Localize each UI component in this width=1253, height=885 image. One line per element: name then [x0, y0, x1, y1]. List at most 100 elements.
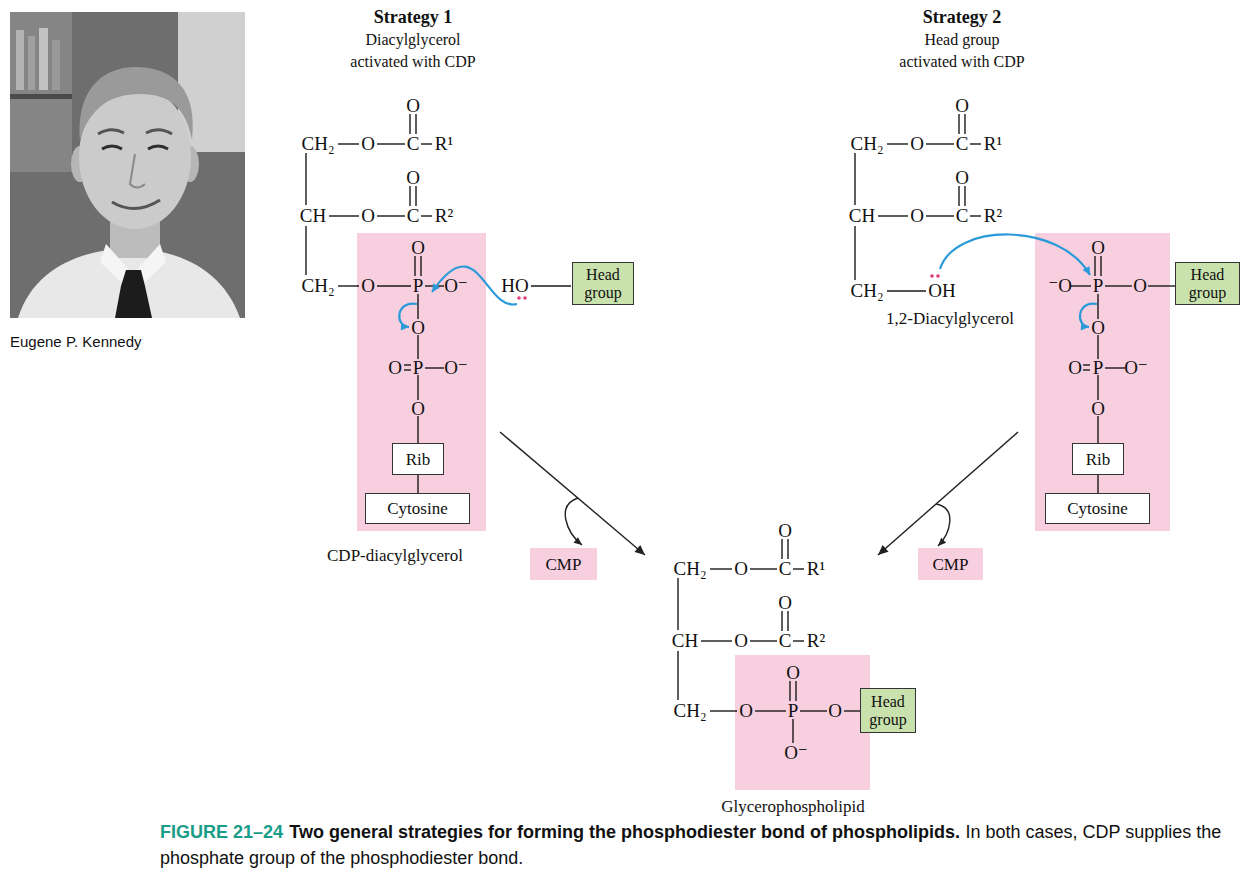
bond-line: [421, 215, 432, 216]
bond-line: [1105, 367, 1125, 368]
atom-symbol: O: [411, 238, 425, 257]
atom-symbol: O: [361, 276, 375, 295]
phosphate-highlight: OOPOO⁻: [735, 655, 870, 790]
atom-symbol: C: [407, 134, 420, 153]
structure-group: [306, 114, 1175, 743]
bond-line: [305, 226, 306, 275]
atom-symbol: C: [956, 206, 969, 225]
book: [28, 36, 35, 90]
bond-line: [409, 114, 410, 134]
bond-line: [1148, 285, 1170, 286]
atom-symbol: O: [955, 168, 969, 187]
bond-line: [701, 640, 732, 641]
atom-symbol: R²: [807, 631, 825, 650]
bond-line: [1097, 475, 1098, 493]
atom-symbol: O: [361, 206, 375, 225]
strategy-heading: Strategy 2: [923, 8, 1001, 26]
bond-line: [750, 568, 777, 569]
eye: [102, 146, 122, 149]
bond-line: [377, 215, 405, 216]
atom-symbol: O: [734, 631, 748, 650]
atom-symbol: O: [406, 96, 420, 115]
bond-line: [417, 294, 418, 319]
atom-symbol: R²: [984, 206, 1002, 225]
bond-line: [404, 364, 411, 365]
bond-line: [1105, 367, 1125, 368]
atom-symbol: C: [779, 559, 792, 578]
bond-line: [887, 143, 908, 144]
bond-line: [800, 710, 827, 711]
bond-line: [793, 568, 804, 569]
bond-line: [1083, 364, 1090, 365]
bond-line: [417, 335, 418, 359]
portrait-photo: [10, 12, 245, 318]
bond-line: [792, 719, 793, 743]
phosphate-highlight: O⁻OPOOOPO⁻ORibCytosine: [1035, 233, 1170, 531]
bond-line: [887, 290, 926, 291]
bond-line: [710, 710, 737, 711]
atom-symbol: O: [739, 701, 753, 720]
bond-line: [800, 710, 827, 711]
bond-line: [781, 611, 782, 631]
bond-line: [1097, 375, 1098, 400]
bond-line: [417, 475, 418, 493]
bond-line: [1097, 416, 1098, 443]
atom-symbol: R¹: [435, 134, 453, 153]
caption-title: Two general strategies for forming the p…: [289, 822, 960, 842]
electron-arrowhead: [1083, 266, 1090, 275]
box-label: Rib: [1086, 451, 1111, 468]
electron-arrowhead: [432, 283, 440, 292]
bond-line: [425, 367, 444, 368]
reaction-arrow: [565, 498, 582, 545]
shelf: [10, 94, 72, 99]
bond-line: [417, 475, 418, 493]
bond-line: [878, 215, 908, 216]
bond-line: [417, 375, 418, 400]
bond-line: [1105, 285, 1132, 286]
box-label: CMP: [546, 556, 582, 573]
lone-pair-dot: [523, 296, 527, 300]
atom-symbol: O: [828, 701, 842, 720]
atom-symbol: P: [413, 358, 424, 377]
atom-symbol: O: [411, 318, 425, 337]
bond-line: [1094, 256, 1095, 276]
atom-symbol: P: [1093, 276, 1104, 295]
bond-line: [1094, 256, 1095, 276]
bond-line: [1071, 285, 1091, 286]
bond-line: [417, 335, 418, 359]
atom-symbol: CH: [849, 206, 875, 225]
atom-symbol: O: [1091, 238, 1105, 257]
base-box: Cytosine: [365, 493, 470, 524]
bond-line: [958, 186, 959, 206]
bond-line: [531, 285, 571, 286]
atom-symbol: O: [786, 663, 800, 682]
atom-symbol: C: [779, 631, 792, 650]
reaction-arrow: [936, 504, 950, 546]
bond-line: [409, 186, 410, 206]
ribose-box: Rib: [392, 443, 444, 475]
bond-line: [377, 143, 405, 144]
atom-symbol: CH: [672, 631, 698, 650]
atom-symbol: CH₂: [301, 276, 334, 295]
book: [16, 30, 24, 90]
bond-line: [414, 256, 415, 276]
highlight-structure: [735, 655, 870, 790]
bond-line: [414, 256, 415, 276]
base-box: Cytosine: [1045, 493, 1150, 524]
bond-line: [417, 294, 418, 319]
atom-symbol: O: [388, 358, 402, 377]
atom-symbol: O: [778, 593, 792, 612]
bond-line: [854, 153, 855, 205]
box-label: Rib: [406, 451, 431, 468]
bond-line: [844, 710, 860, 711]
reaction-arrow: [878, 432, 1018, 555]
atom-symbol: P: [413, 276, 424, 295]
molecule-name: 1,2-Diacylglycerol: [886, 310, 1014, 327]
bond-line: [1083, 369, 1090, 370]
bond-line: [1097, 294, 1098, 319]
atom-symbol: R¹: [807, 559, 825, 578]
mouth: [112, 200, 160, 209]
figure-number: FIGURE 21–24: [160, 822, 283, 842]
bond-line: [421, 143, 432, 144]
bond-line: [1097, 416, 1098, 443]
